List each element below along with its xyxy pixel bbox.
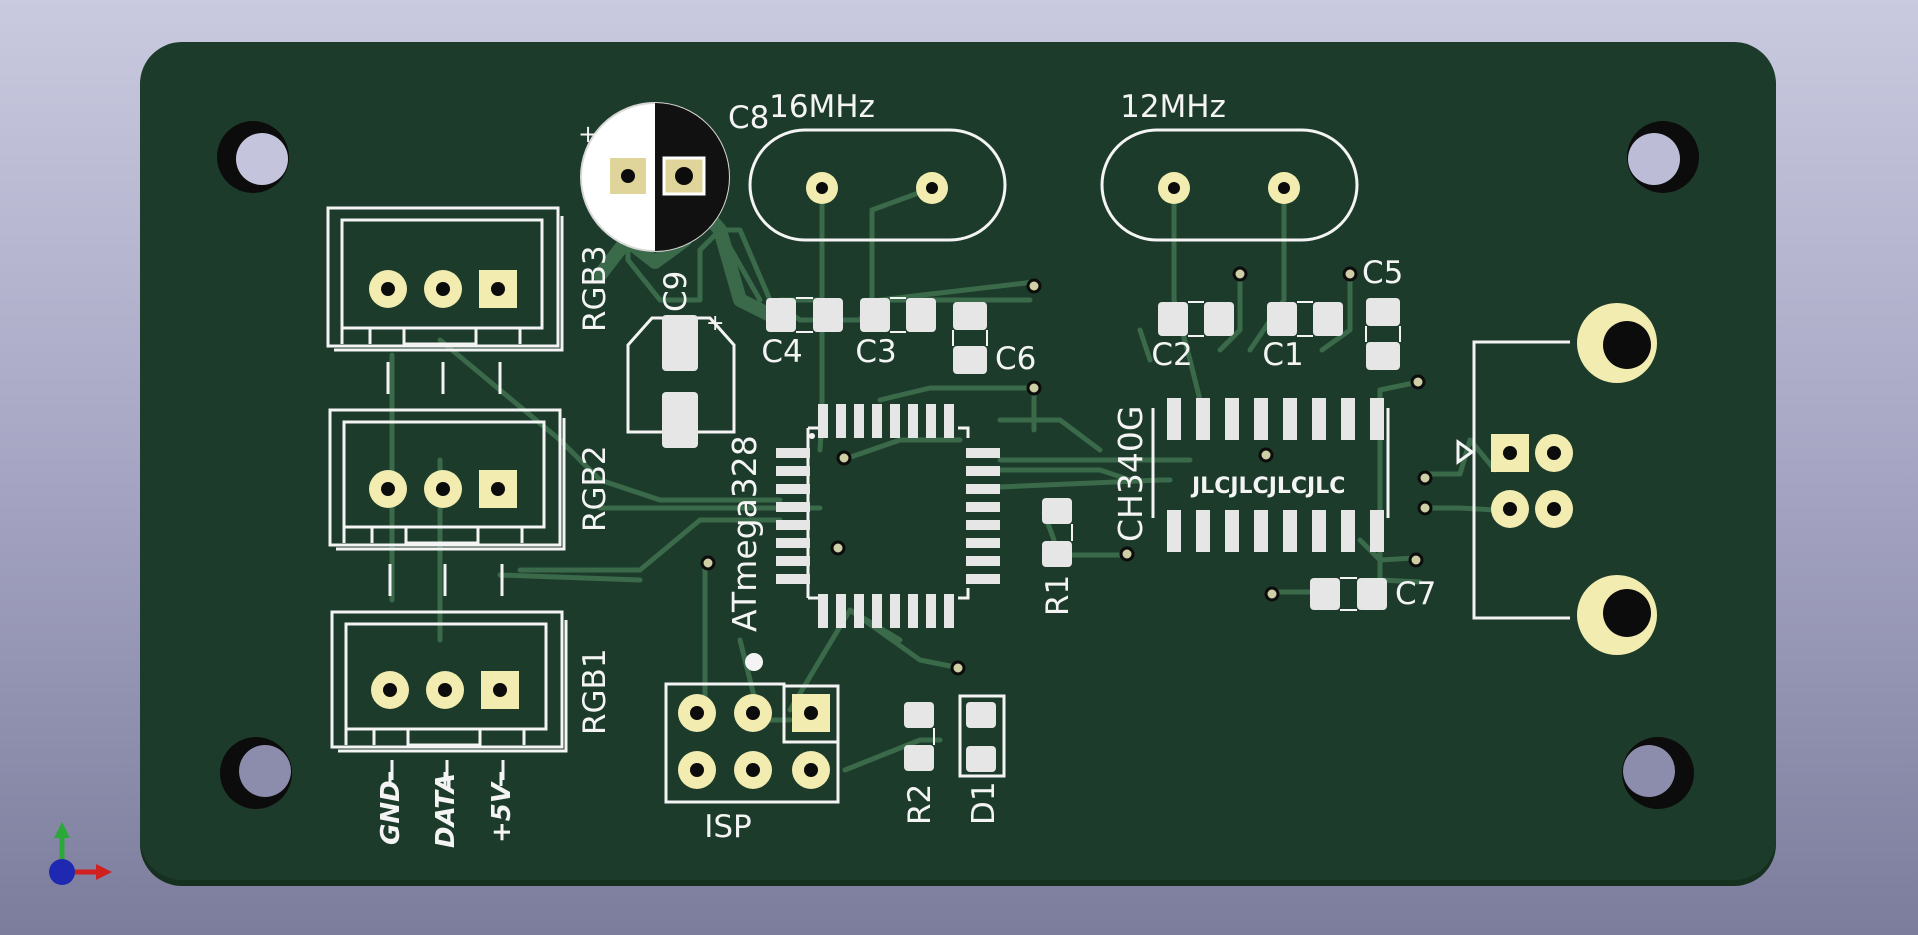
v5-label: +5V bbox=[487, 781, 517, 843]
capacitor-c6[interactable]: C6 bbox=[952, 302, 1036, 377]
c6-label: C6 bbox=[995, 341, 1036, 377]
c8-plus-label: + bbox=[578, 120, 598, 148]
vias bbox=[700, 266, 1433, 676]
rgb-pads bbox=[369, 270, 519, 709]
capacitor-c5[interactable]: C5 bbox=[1362, 255, 1403, 370]
c1-label: C1 bbox=[1262, 337, 1303, 373]
crystal-12mhz-label: 12MHz bbox=[1120, 89, 1226, 125]
led-d1[interactable]: D1 bbox=[958, 694, 1006, 825]
connector-rgb3[interactable] bbox=[326, 206, 564, 352]
connector-separators bbox=[386, 362, 505, 780]
pin-label-dashes bbox=[388, 772, 503, 786]
axis-gizmo bbox=[49, 822, 112, 885]
capacitor-c8[interactable]: + C8 bbox=[578, 100, 769, 252]
gnd-label: GND bbox=[376, 780, 406, 845]
resistor-r2[interactable]: R2 bbox=[902, 702, 938, 825]
capacitor-c7[interactable]: C7 bbox=[1310, 576, 1436, 612]
ch340g-label: CH340G bbox=[1111, 406, 1150, 542]
atmega328-label: ATmega328 bbox=[725, 435, 764, 632]
c5-label: C5 bbox=[1362, 255, 1403, 291]
crystal-16mhz[interactable]: 16MHz bbox=[748, 89, 1007, 242]
c8-label: C8 bbox=[728, 100, 769, 136]
usb-connector[interactable] bbox=[1456, 303, 1657, 655]
resistor-r1[interactable]: R1 bbox=[1040, 498, 1076, 616]
c9-plus-label: + bbox=[706, 311, 724, 336]
capacitor-c2[interactable]: C2 bbox=[1151, 301, 1234, 373]
rgb1-label: RGB1 bbox=[577, 648, 613, 735]
crystal-16mhz-label: 16MHz bbox=[769, 89, 875, 125]
capacitor-c1[interactable]: C1 bbox=[1262, 301, 1343, 373]
ic-atmega328[interactable]: ATmega328 bbox=[725, 404, 1000, 632]
capacitor-c3[interactable]: C3 bbox=[855, 297, 936, 370]
c2-label: C2 bbox=[1151, 337, 1192, 373]
pin1-marker-dot bbox=[745, 653, 763, 671]
c3-label: C3 bbox=[855, 334, 896, 370]
rgb3-label: RGB3 bbox=[577, 245, 613, 332]
rgb2-label: RGB2 bbox=[577, 445, 613, 532]
d1-label: D1 bbox=[966, 781, 1002, 825]
c4-label: C4 bbox=[761, 334, 802, 370]
isp-header[interactable]: ISP bbox=[664, 682, 840, 845]
mounting-holes bbox=[217, 121, 1699, 809]
pcb-board bbox=[140, 42, 1776, 886]
ic-ch340g[interactable]: JLCJLCJLCJLC CH340G bbox=[1111, 398, 1390, 552]
capacitor-c9[interactable]: + C9 bbox=[626, 271, 736, 448]
capacitor-c4[interactable]: C4 bbox=[761, 297, 843, 370]
c7-label: C7 bbox=[1395, 576, 1436, 612]
jlc-label: JLCJLCJLCJLC bbox=[1190, 474, 1345, 499]
connector-rgb1[interactable] bbox=[330, 610, 568, 753]
c9-label: C9 bbox=[658, 271, 694, 312]
connector-rgb2[interactable] bbox=[328, 408, 566, 551]
isp-label: ISP bbox=[704, 809, 752, 845]
r2-label: R2 bbox=[902, 784, 938, 825]
r1-label: R1 bbox=[1040, 575, 1076, 616]
crystal-12mhz[interactable]: 12MHz bbox=[1100, 89, 1359, 242]
